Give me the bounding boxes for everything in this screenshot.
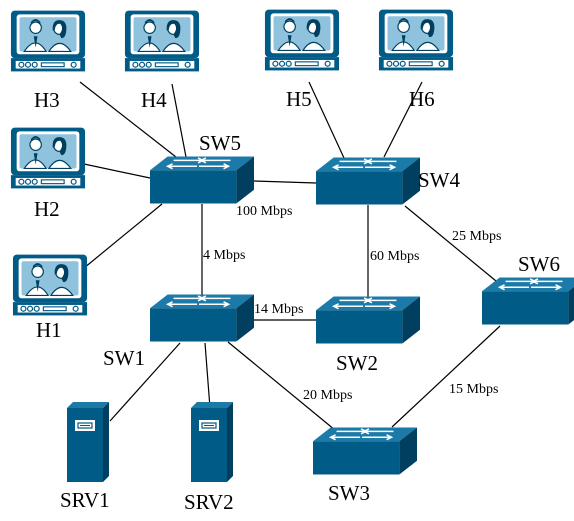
link-h2-sw5 <box>83 163 151 179</box>
server-label-srv1: SRV1 <box>60 488 110 512</box>
link-label-sw4-sw6: 25 Mbps <box>452 229 501 244</box>
tv-monitor-icon <box>124 9 200 73</box>
switch-icon <box>150 294 254 342</box>
link-label-sw1-sw3: 20 Mbps <box>303 388 352 403</box>
switch-label-sw1: SW1 <box>103 346 145 370</box>
server-label-srv2: SRV2 <box>184 490 234 514</box>
link-sw1-srv1 <box>109 342 181 422</box>
host-label-h5: H5 <box>286 87 312 111</box>
link-h6-sw4 <box>383 81 423 158</box>
link-h1-sw5 <box>83 203 163 269</box>
link-h3-sw5 <box>79 81 177 158</box>
server-srv2 <box>190 402 234 482</box>
host-label-h3: H3 <box>34 88 60 112</box>
tv-monitor-icon <box>378 8 454 72</box>
devices-layer <box>10 8 574 482</box>
host-h2 <box>10 126 86 190</box>
server-tower-icon <box>190 402 234 482</box>
link-sw6-sw3 <box>391 325 501 428</box>
link-label-sw6-sw3: 15 Mbps <box>449 382 498 397</box>
tv-monitor-icon <box>10 126 86 190</box>
tv-monitor-icon <box>10 9 86 73</box>
switch-icon <box>316 296 420 344</box>
switch-label-sw4: SW4 <box>418 168 461 192</box>
server-tower-icon <box>66 402 110 482</box>
link-label-sw4-sw2: 60 Mbps <box>370 249 419 264</box>
host-h1 <box>12 253 88 317</box>
host-h3 <box>10 9 86 73</box>
switch-sw6 <box>482 277 574 325</box>
server-srv1 <box>66 402 110 482</box>
link-h5-sw4 <box>308 81 345 159</box>
link-label-sw5-sw1: 4 Mbps <box>203 248 245 263</box>
tv-monitor-icon <box>264 8 340 72</box>
switch-icon <box>150 156 254 204</box>
switch-sw3 <box>313 427 417 475</box>
link-label-sw1-sw2: 14 Mbps <box>254 302 303 317</box>
switch-sw1 <box>150 294 254 342</box>
host-label-h4: H4 <box>141 88 167 112</box>
host-h5 <box>264 8 340 72</box>
switch-label-sw3: SW3 <box>328 481 370 505</box>
link-sw4-sw6 <box>404 205 497 282</box>
link-label-sw5-sw4: 100 Mbps <box>236 204 292 219</box>
switch-sw2 <box>316 296 420 344</box>
switch-label-sw6: SW6 <box>518 252 560 276</box>
switch-sw4 <box>316 157 420 205</box>
host-h6 <box>378 8 454 72</box>
host-label-h6: H6 <box>409 87 435 111</box>
switch-icon <box>313 427 417 475</box>
host-label-h2: H2 <box>34 197 60 221</box>
link-sw5-sw4 <box>253 180 317 184</box>
links-layer <box>79 81 501 431</box>
switch-sw5 <box>150 156 254 204</box>
switch-icon <box>482 277 574 325</box>
host-h4 <box>124 9 200 73</box>
labels-layer: 100 Mbps 4 Mbps 60 Mbps 25 Mbps 14 Mbps 20 Mb… <box>34 87 560 514</box>
tv-monitor-icon <box>12 253 88 317</box>
switch-icon <box>316 157 420 205</box>
link-h4-sw5 <box>171 83 187 158</box>
switch-label-sw2: SW2 <box>336 351 378 375</box>
link-sw1-sw3 <box>227 341 336 431</box>
host-label-h1: H1 <box>36 318 62 342</box>
switch-label-sw5: SW5 <box>199 131 241 155</box>
